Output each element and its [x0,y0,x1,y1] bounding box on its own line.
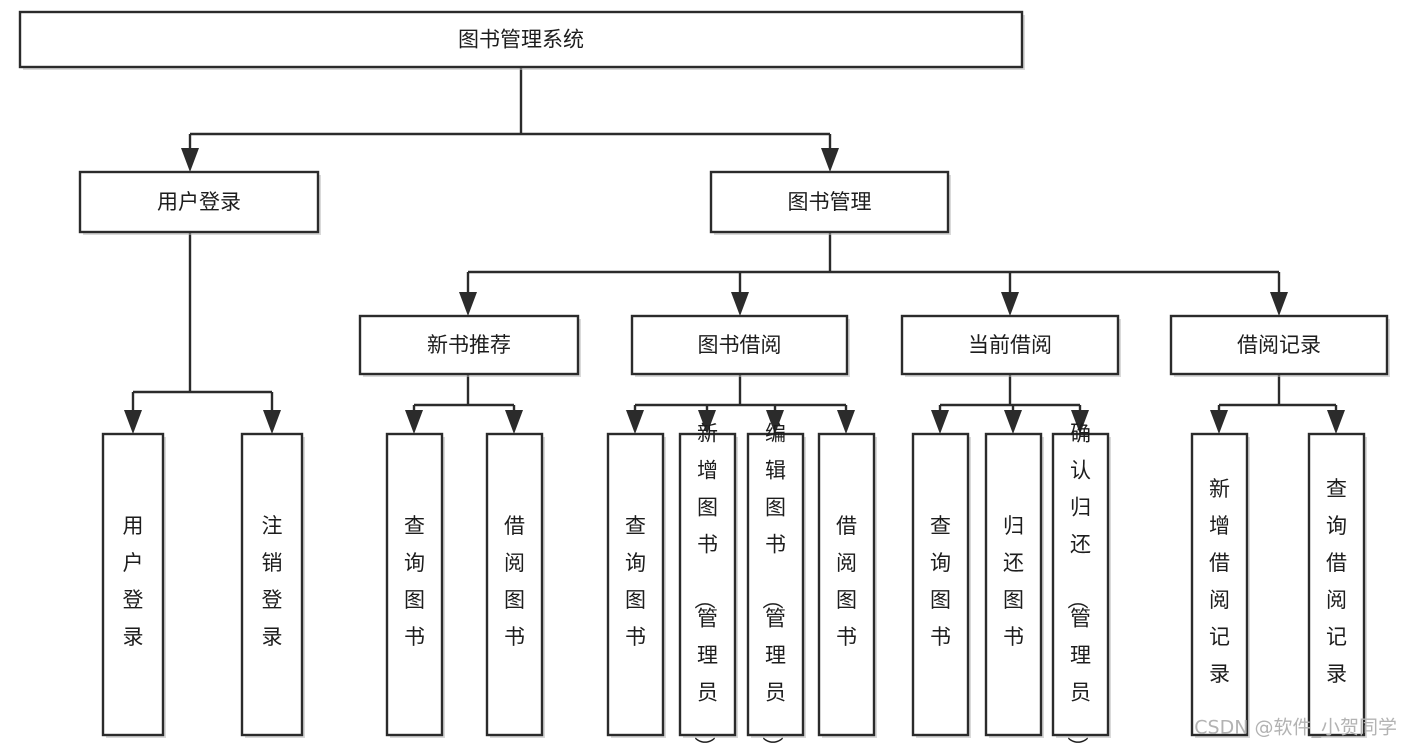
node-leaf-borrow-book-1[interactable]: 借阅图书 [485,432,545,738]
node-box[interactable] [746,432,805,737]
node-leaf-user-logout[interactable]: 注销登录 [240,432,305,738]
node-box[interactable] [984,432,1043,737]
connector-group [405,374,523,434]
node-box[interactable] [911,432,970,737]
node-label: 查询图书 [625,514,646,649]
connector-layer [124,67,1345,434]
node-label: 借阅图书 [504,514,525,649]
node-root[interactable]: 图书管理系统 [18,10,1025,70]
connector-group [181,67,839,172]
node-leaf-return-book[interactable]: 归还图书 [984,432,1044,738]
node-box[interactable] [385,432,444,737]
node-book-borrow[interactable]: 图书借阅 [630,314,850,377]
node-box[interactable] [78,170,320,234]
arrow-head-icon [1210,410,1228,434]
arrow-head-icon [626,410,644,434]
node-label: 图书借阅 [698,333,782,357]
node-box[interactable] [1169,314,1389,376]
node-leaf-query-book-3[interactable]: 查询图书 [911,432,971,738]
node-label: 查询借阅记录 [1326,477,1347,686]
node-leaf-borrow-book-2[interactable]: 借阅图书 [817,432,877,738]
node-leaf-query-book-1[interactable]: 查询图书 [385,432,445,738]
node-label: 借阅记录 [1237,333,1321,357]
connector-group [1210,374,1345,434]
node-box[interactable] [1190,432,1249,737]
node-box[interactable] [630,314,849,376]
node-label: 图书管理系统 [458,28,584,52]
node-current-borrow[interactable]: 当前借阅 [900,314,1121,377]
connector-group [459,232,1288,316]
arrow-head-icon [263,410,281,434]
node-leaf-user-login[interactable]: 用户登录 [101,432,166,738]
node-leaf-edit-book[interactable]: 编辑图书（管理员） [746,422,806,747]
connector-group [124,232,281,434]
arrow-head-icon [1001,292,1019,316]
arrow-head-icon [837,410,855,434]
node-box[interactable] [606,432,665,737]
arrow-head-icon [931,410,949,434]
node-layer: 图书管理系统用户登录图书管理新书推荐图书借阅当前借阅借阅记录用户登录注销登录查询… [18,10,1390,747]
node-user-login[interactable]: 用户登录 [78,170,321,235]
node-label: 编辑图书（管理员） [760,422,786,747]
node-label: 确认归还（管理员） [1065,422,1091,747]
arrow-head-icon [181,148,199,172]
arrow-head-icon [505,410,523,434]
node-leaf-query-book-2[interactable]: 查询图书 [606,432,666,738]
node-box[interactable] [18,10,1024,69]
arrow-head-icon [1071,410,1089,434]
arrow-head-icon [698,410,716,434]
node-label: 新书推荐 [427,333,511,357]
node-box[interactable] [817,432,876,737]
node-box[interactable] [709,170,950,234]
node-book-manage[interactable]: 图书管理 [709,170,951,235]
node-label: 新增借阅记录 [1209,477,1230,686]
node-label: 归还图书 [1003,514,1024,649]
node-label: 当前借阅 [968,333,1052,357]
node-label: 查询图书 [930,514,951,649]
node-borrow-record[interactable]: 借阅记录 [1169,314,1390,377]
node-leaf-add-book[interactable]: 新增图书（管理员） [678,422,738,747]
arrow-head-icon [1270,292,1288,316]
csdn-watermark: CSDN @软件_小贺同学 [1194,717,1397,739]
node-new-book-recommend[interactable]: 新书推荐 [358,314,581,377]
node-box[interactable] [240,432,304,737]
arrow-head-icon [766,410,784,434]
arrow-head-icon [731,292,749,316]
arrow-head-icon [1327,410,1345,434]
node-label: 注销登录 [262,514,283,649]
node-label: 用户登录 [123,514,144,649]
node-label: 借阅图书 [836,514,857,649]
node-label: 新增图书（管理员） [692,422,718,747]
node-box[interactable] [1051,432,1110,737]
node-leaf-confirm-return[interactable]: 确认归还（管理员） [1051,422,1111,747]
arrow-head-icon [405,410,423,434]
node-box[interactable] [1307,432,1366,737]
node-box[interactable] [678,432,737,737]
connector-group [931,374,1089,434]
node-box[interactable] [358,314,580,376]
node-label: 图书管理 [788,190,872,214]
arrow-head-icon [821,148,839,172]
node-box[interactable] [900,314,1120,376]
arrow-head-icon [1004,410,1022,434]
arrow-head-icon [459,292,477,316]
connector-group [626,374,855,434]
node-box[interactable] [101,432,165,737]
node-leaf-add-borrow-record[interactable]: 新增借阅记录 [1190,432,1250,738]
arrow-head-icon [124,410,142,434]
node-label: 查询图书 [404,514,425,649]
node-label: 用户登录 [157,190,241,214]
node-leaf-query-borrow-record[interactable]: 查询借阅记录 [1307,432,1367,738]
node-box[interactable] [485,432,544,737]
